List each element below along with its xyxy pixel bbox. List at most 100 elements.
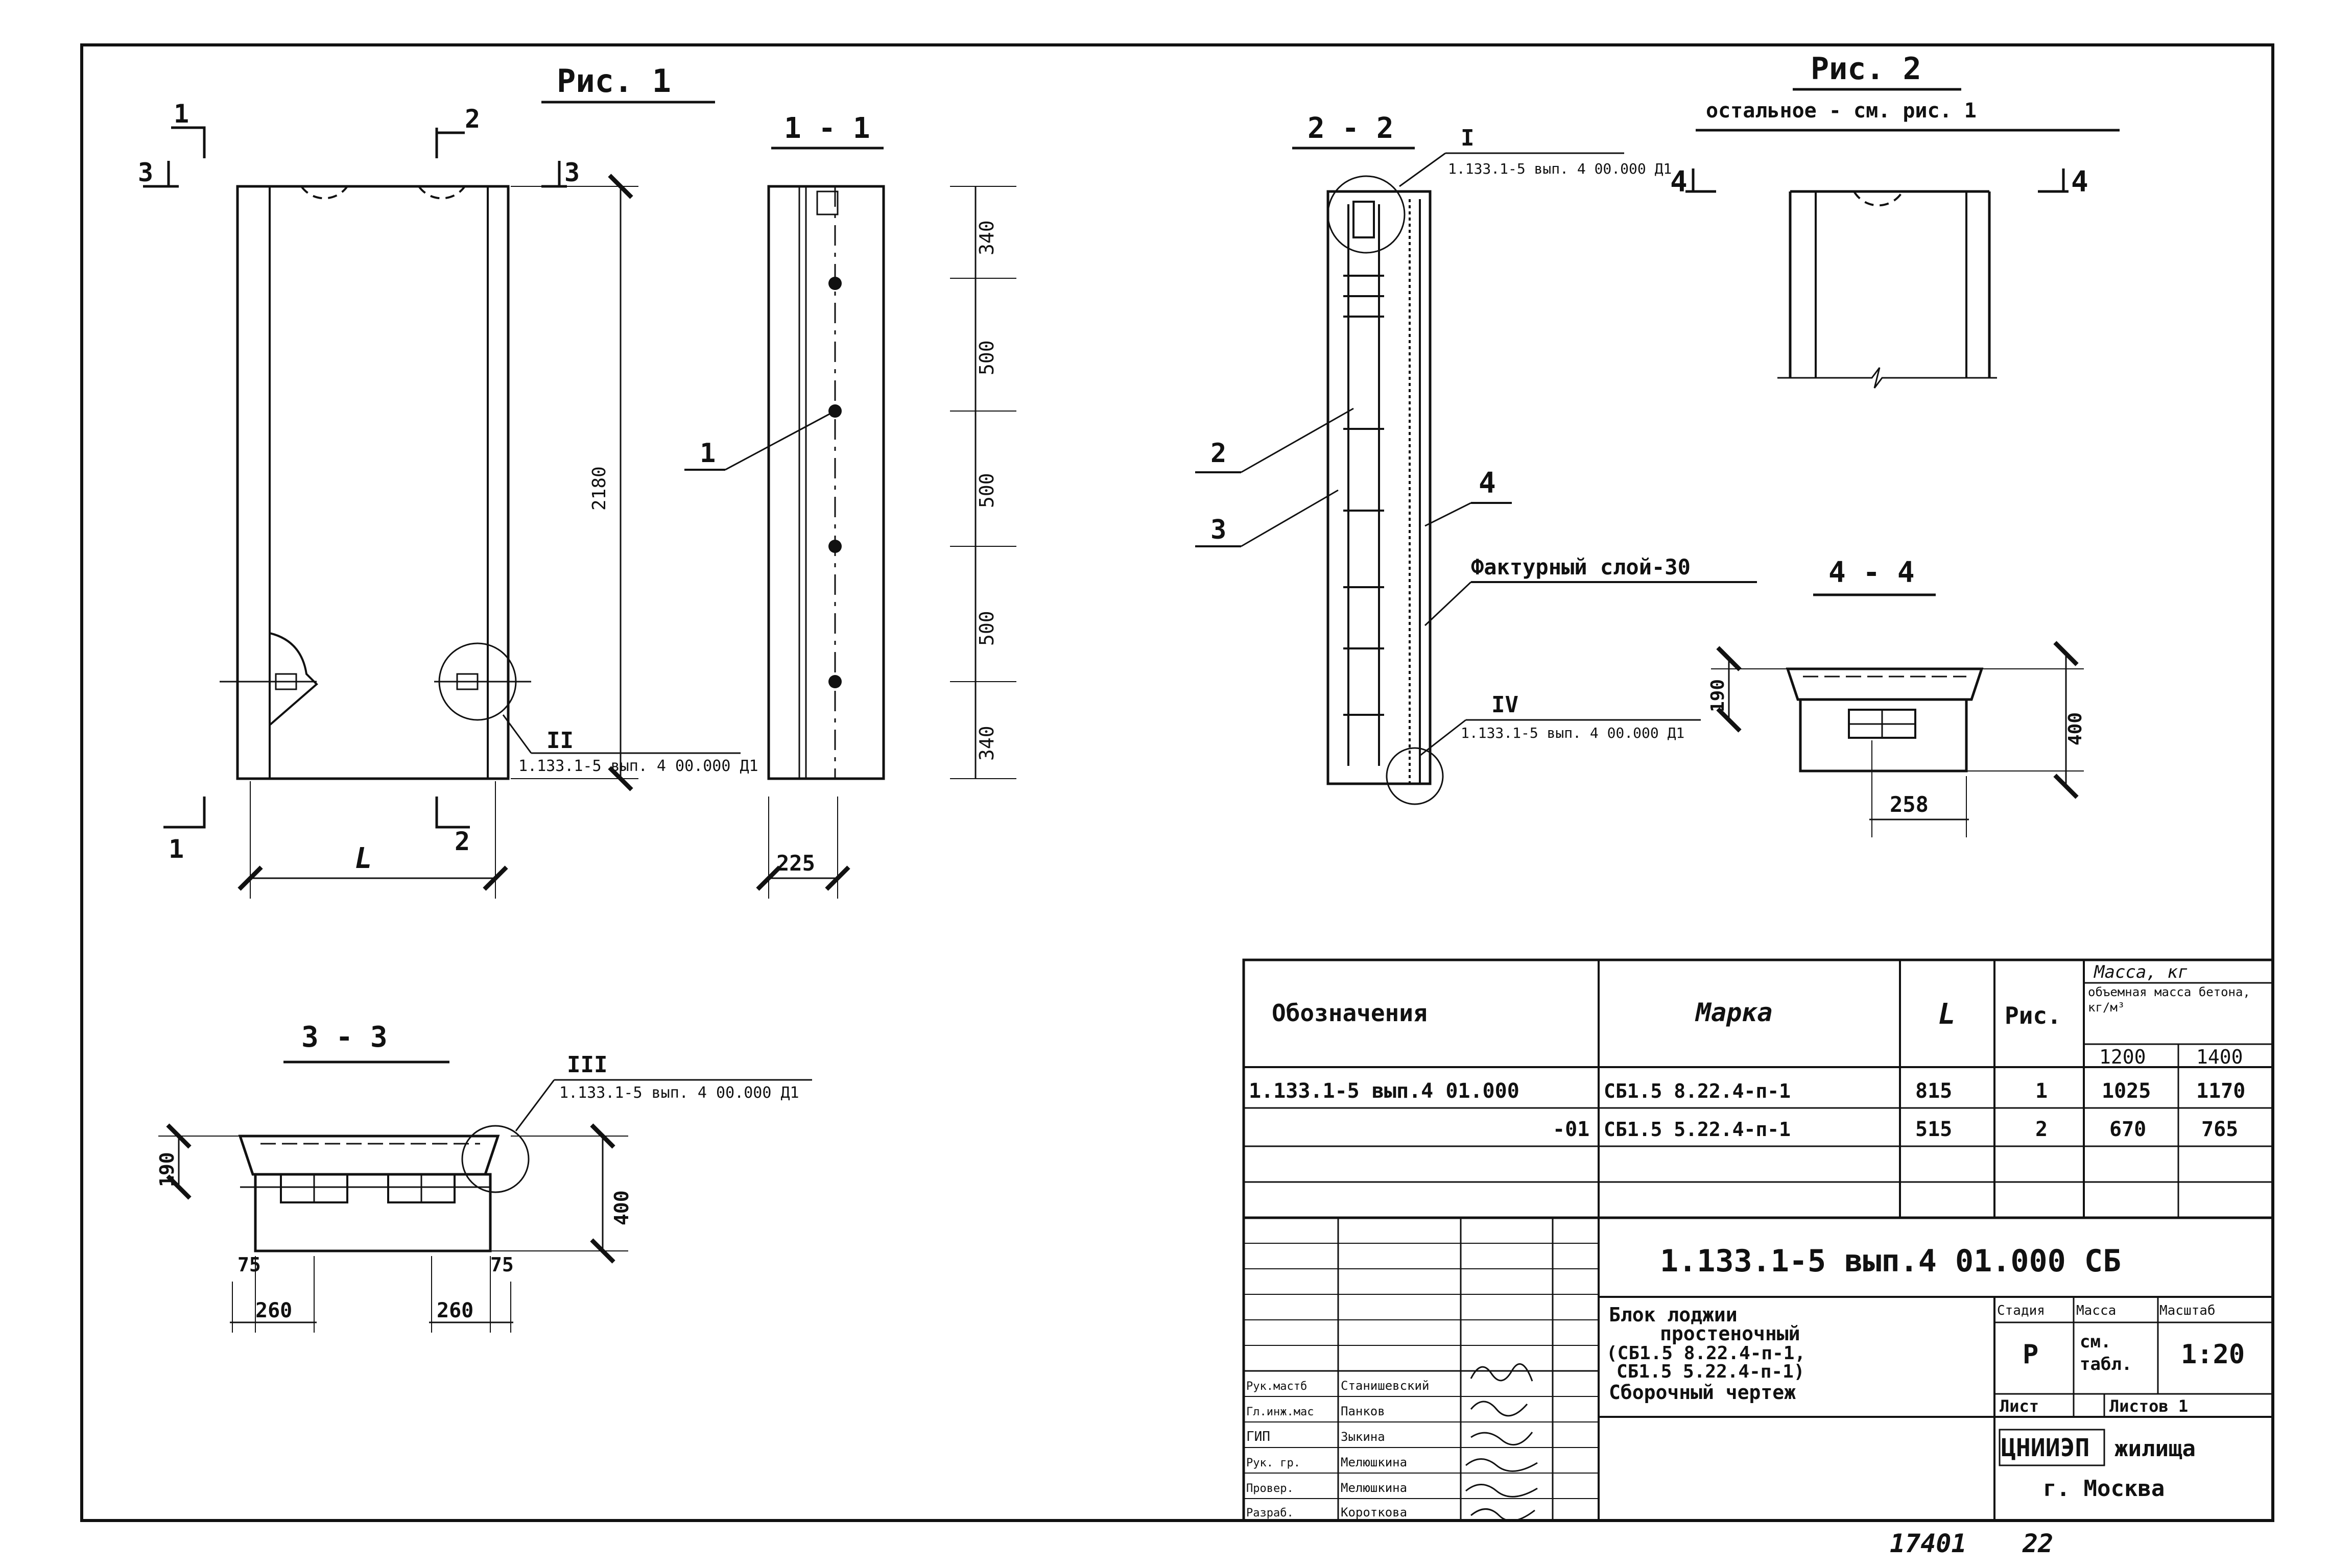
fig1-front-view: Рис. 1 1 2 3 3 1 2 2180: [138, 62, 758, 899]
role-4: Рук. гр.: [1246, 1457, 1300, 1469]
signature: [1470, 1401, 1528, 1417]
org-city: г. Москва: [2043, 1476, 2165, 1502]
footer-number: 17401: [1890, 1529, 1967, 1558]
name-3: Зыкина: [1341, 1430, 1385, 1444]
fig1-section-3-3: 3 - 3 190 400 75 260 75 260: [156, 1021, 812, 1333]
row1-l: 815: [1915, 1079, 1952, 1103]
signature: [1465, 1484, 1538, 1498]
name-4: Мелюшкина: [1341, 1455, 1407, 1469]
insert-dot: [828, 277, 842, 290]
name-6: Короткова: [1341, 1505, 1407, 1519]
signature: [1470, 1363, 1533, 1382]
dim-400-s44: 400: [2065, 712, 2086, 745]
ref-i-text: 1.133.1-5 вып. 4 00.000 Д1: [1448, 160, 1672, 177]
col-fig: Рис.: [2005, 1002, 2061, 1029]
dim-260-right: 260: [437, 1299, 473, 1322]
stage-label: Стадия: [1997, 1303, 2045, 1318]
dim-height: 2180: [589, 466, 610, 511]
ref-i-mark: I: [1461, 125, 1475, 151]
sheet-label: Лист: [2000, 1396, 2039, 1416]
row2-mark: СБ1.5 5.22.4-п-1: [1604, 1118, 1791, 1141]
dim-width: L: [355, 842, 372, 875]
pos-4: 4: [1479, 467, 1496, 500]
ref-ii-text: 1.133.1-5 вып. 4 00.000 Д1: [518, 757, 758, 775]
signature: [1470, 1508, 1535, 1522]
ref-iii-text: 1.133.1-5 вып. 4 00.000 Д1: [559, 1084, 799, 1102]
org-name: жилища: [2114, 1436, 2196, 1462]
col-mass: Масса, кг: [2094, 962, 2188, 982]
row1-designation: 1.133.1-5 вып.4 01.000: [1249, 1079, 1519, 1103]
fig1-title: Рис. 1: [557, 62, 671, 100]
dim-400-s33: 400: [610, 1190, 633, 1225]
ref-iv-text: 1.133.1-5 вып. 4 00.000 Д1: [1461, 725, 1684, 741]
col-designation: Обозначения: [1272, 999, 1428, 1027]
role-6: Разраб.: [1246, 1507, 1294, 1519]
ref-ii-mark: II: [546, 728, 574, 754]
role-3: ГИП: [1246, 1429, 1270, 1444]
cut1-bottom: 1: [169, 834, 184, 864]
row1-mark: СБ1.5 8.22.4-п-1: [1604, 1080, 1791, 1102]
fig2-title: Рис. 2: [1811, 51, 1921, 87]
ref-iii-mark: III: [567, 1052, 607, 1078]
sec-3-3-title: 3 - 3: [301, 1021, 388, 1054]
sheets-label: Листов 1: [2109, 1396, 2188, 1416]
density-1: 1200: [2099, 1046, 2146, 1068]
org-logo: ЦНИИЭП: [2001, 1434, 2089, 1462]
name-line-5: Сборочный чертеж: [1609, 1381, 1796, 1404]
dim-75-right: 75: [490, 1253, 514, 1276]
front-panel-outline: [236, 185, 510, 780]
cut1-top: 1: [174, 99, 189, 129]
cut3-right: 3: [564, 158, 580, 187]
row2-m1: 670: [2109, 1118, 2146, 1141]
mass-label: Масса: [2076, 1303, 2116, 1318]
sheet-frame: [80, 43, 2274, 1522]
name-line-1: Блок лоджии: [1609, 1304, 1738, 1326]
role-5: Провер.: [1246, 1482, 1294, 1495]
scale-value: 1:20: [2181, 1339, 2245, 1370]
name-line-3: (СБ1.5 8.22.4-п-1,: [1606, 1343, 1805, 1364]
dim-75-left: 75: [237, 1253, 261, 1276]
scale-label: Масштаб: [2159, 1303, 2216, 1318]
fig2-subtitle: остальное - см. рис. 1: [1706, 99, 1977, 123]
sec-2-2-title: 2 - 2: [1308, 112, 1394, 145]
insert-dot: [828, 675, 842, 688]
row2-l: 515: [1915, 1118, 1952, 1141]
dim-258: 258: [1890, 792, 1929, 817]
signature: [1465, 1458, 1538, 1472]
role-2: Гл.инж.мас: [1246, 1406, 1314, 1418]
col-mark: Марка: [1695, 998, 1773, 1027]
mass-value: см. табл.: [2080, 1332, 2132, 1374]
density-2: 1400: [2196, 1046, 2243, 1068]
dim-190-s44: 190: [1707, 679, 1728, 712]
dim-side-2: 500: [976, 340, 998, 375]
spec-table: Обозначения Марка L Рис. Масса, кг объем…: [1242, 958, 2274, 1219]
cut4-left: 4: [1670, 165, 1688, 199]
cut2-top: 2: [465, 104, 480, 134]
row2-m2: 765: [2201, 1118, 2238, 1141]
pos-1: 1: [700, 438, 716, 469]
pos-3: 3: [1210, 515, 1226, 545]
insert-dot: [828, 540, 842, 553]
name-line-2: простеночный: [1660, 1322, 1800, 1345]
signature: [1470, 1432, 1533, 1445]
dim-side-4: 500: [976, 611, 998, 646]
cut3-left: 3: [138, 158, 153, 187]
row1-m2: 1170: [2196, 1079, 2245, 1103]
col-l: L: [1938, 998, 1956, 1031]
sec-4-4-title: 4 - 4: [1828, 556, 1915, 589]
row2-designation: -01: [1553, 1118, 1589, 1141]
fig2-section-2-2: Рис. 2 остальное - см. рис. 1 2 - 2 I 1.…: [1195, 51, 2120, 805]
texture-layer: Фактурный слой-30: [1471, 554, 1691, 580]
name-5: Мелюшкина: [1341, 1481, 1407, 1495]
fig1-section-1-1: 1 - 1 340 500 500 500 340 225 1: [684, 112, 1016, 899]
dim-190-s33: 190: [156, 1152, 178, 1187]
cut2-bottom: 2: [455, 827, 470, 856]
name-2: Панков: [1341, 1404, 1385, 1418]
name-1: Станишевский: [1341, 1379, 1429, 1393]
title-block: Рук.мастб Станишевский Гл.инж.мас Панков…: [1242, 1216, 2274, 1522]
fig2-front-view: [1777, 190, 1997, 389]
dim-thickness: 225: [776, 851, 815, 876]
row2-fig: 2: [2035, 1118, 2048, 1141]
stage-value: Р: [2023, 1339, 2038, 1370]
